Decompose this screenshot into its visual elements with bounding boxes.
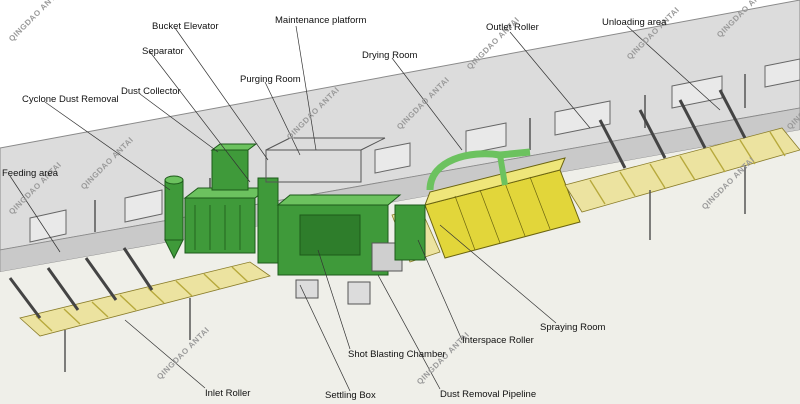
label-inlet-roller: Inlet Roller [205,388,250,399]
label-bucket-elevator: Bucket Elevator [152,21,219,32]
label-settling-box: Settling Box [325,390,376,401]
label-unloading-area: Unloading area [602,17,667,28]
label-maintenance-platform: Maintenance platform [275,15,366,26]
shot-blasting-chamber-unit [257,137,403,305]
label-feeding-area: Feeding area [2,168,59,179]
inlet-roller-conveyor [8,247,271,372]
cyclone-dust-collector-unit [164,143,270,260]
label-purging-room: Purging Room [240,74,301,85]
label-separator: Separator [142,46,184,57]
label-dust-collector: Dust Collector [121,86,181,97]
component-labels: Bucket Elevator Maintenance platform Sep… [2,15,667,401]
outlet-roller-conveyor [564,89,800,240]
label-spraying-room: Spraying Room [540,322,606,333]
label-shot-blasting-chamber: Shot Blasting Chamber [348,349,446,360]
label-dust-removal-pipeline: Dust Removal Pipeline [440,389,536,400]
label-drying-room: Drying Room [362,50,418,61]
callout-leaders [9,25,721,392]
spraying-drying-rooms [394,148,581,261]
label-interspace-roller: Interspace Roller [462,335,534,346]
label-cyclone-dust-removal: Cyclone Dust Removal [22,94,119,105]
label-outlet-roller: Outlet Roller [486,22,539,33]
watermark-text: QINGDAO ANTAI [7,0,63,43]
